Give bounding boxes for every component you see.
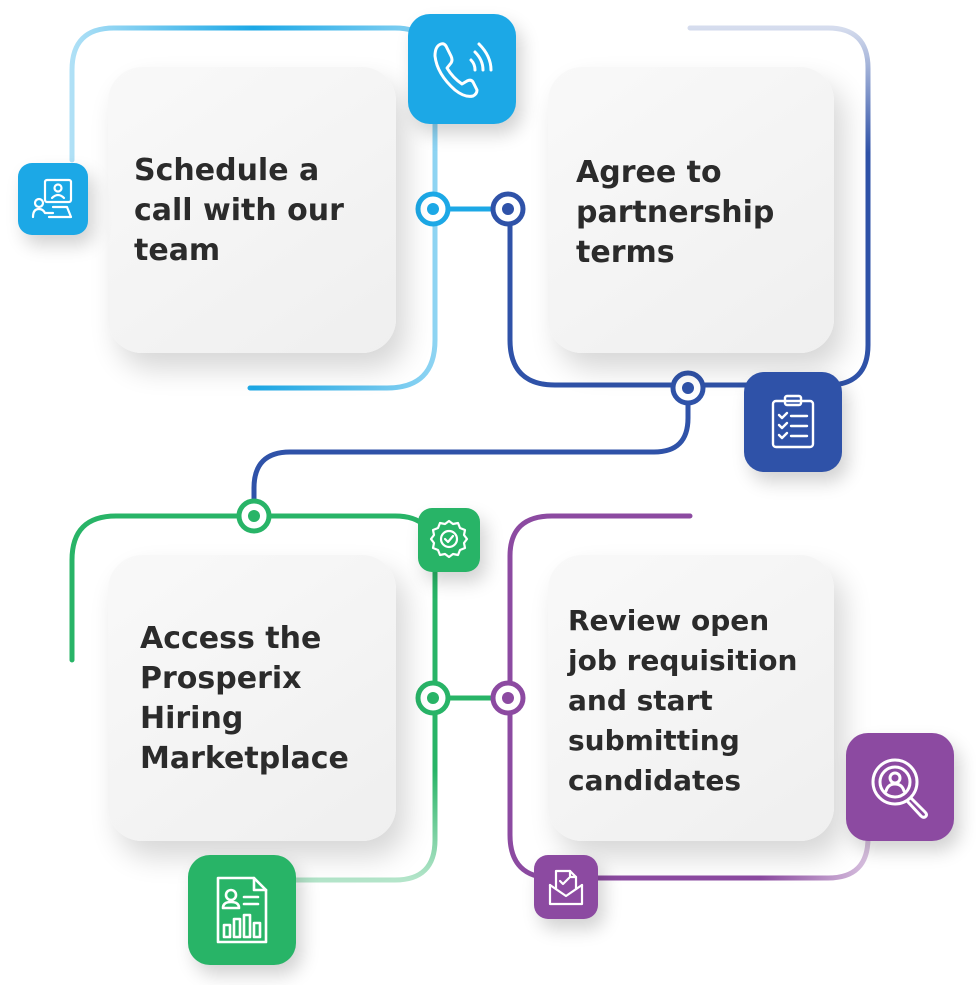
step-4-line-3: and start (568, 684, 713, 717)
envelope-document-icon (534, 855, 598, 919)
step-2-line-2: partnership (576, 195, 775, 230)
step-3-line-2: Prosperix (140, 661, 302, 696)
step-1-line-3: team (134, 233, 221, 268)
phone-call-icon (408, 14, 516, 124)
node-step-2-out (670, 370, 706, 406)
step-2-line-3: terms (576, 235, 675, 270)
step-1-text: Schedule a call with our team (134, 151, 344, 271)
step-4-text: Review open job requisition and start su… (568, 601, 797, 801)
step-4-line-2: job requisition (568, 644, 798, 677)
clipboard-checklist-icon (744, 372, 842, 472)
step-4-line-4: submitting (568, 724, 740, 757)
award-badge-icon (418, 508, 480, 572)
step-2-line-1: Agree to (576, 155, 722, 190)
node-step-3-in (236, 498, 272, 534)
step-card-3: Access the Prosperix Hiring Marketplace (108, 555, 396, 841)
step-2-text: Agree to partnership terms (576, 153, 774, 273)
connector-step-2 (507, 25, 871, 388)
step-3-text: Access the Prosperix Hiring Marketplace (140, 619, 349, 779)
step-3-line-4: Marketplace (140, 741, 349, 776)
step-card-1: Schedule a call with our team (108, 67, 396, 353)
node-step-4 (490, 680, 526, 716)
step-1-line-2: call with our (134, 193, 344, 228)
candidate-search-icon (846, 733, 954, 841)
step-card-4: Review open job requisition and start su… (548, 555, 834, 841)
step-4-line-1: Review open (568, 604, 770, 637)
resume-report-icon (188, 855, 296, 965)
node-step-1 (415, 191, 451, 227)
connector-step-4 (507, 513, 871, 881)
node-step-2 (490, 191, 526, 227)
step-3-line-3: Hiring (140, 701, 244, 736)
video-meeting-icon (18, 163, 88, 235)
step-4-line-5: candidates (568, 764, 742, 797)
step-1-line-1: Schedule a (134, 153, 320, 188)
step-3-line-1: Access the (140, 621, 322, 656)
connector-link-2-3 (251, 388, 691, 516)
step-card-2: Agree to partnership terms (548, 67, 834, 353)
node-step-3 (415, 680, 451, 716)
